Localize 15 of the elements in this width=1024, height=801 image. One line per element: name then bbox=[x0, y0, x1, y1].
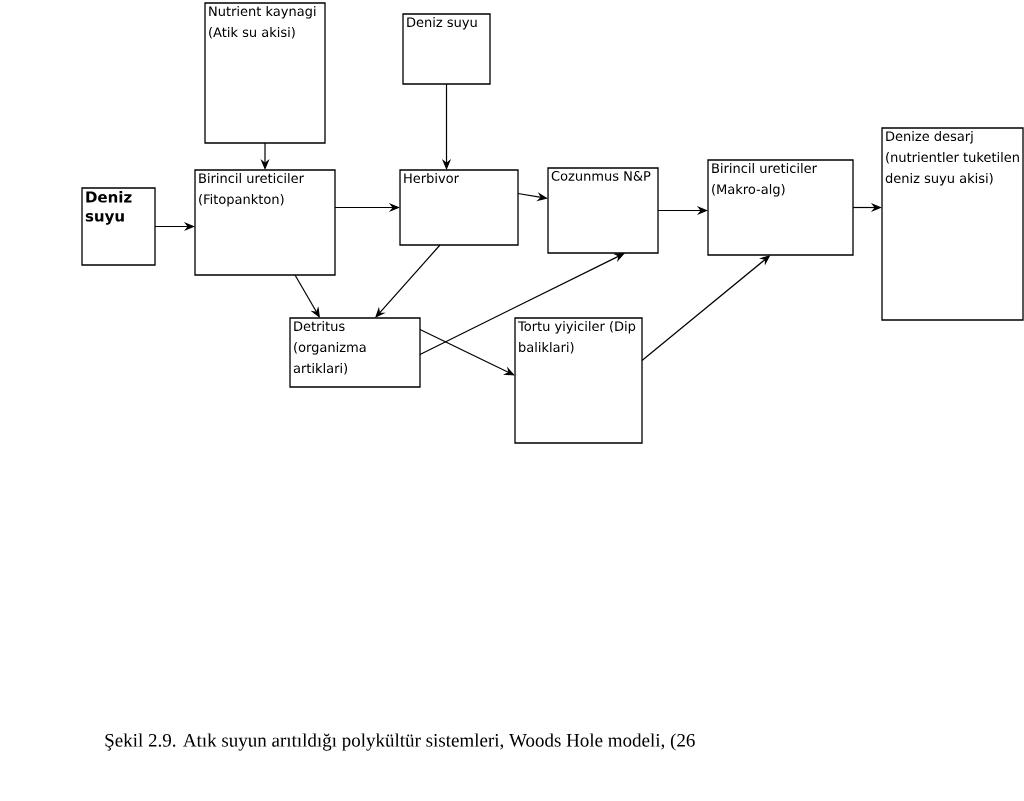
process-box: Birincil ureticiler (Makro-alg) bbox=[707, 159, 854, 256]
process-box: Tortu yiyiciler (Dip baliklari) bbox=[514, 317, 643, 444]
process-box: Deniz suyu bbox=[81, 187, 156, 266]
process-box: Herbivor bbox=[399, 169, 519, 246]
arrow bbox=[294, 274, 320, 318]
process-box: Detritus (organizma artiklari) bbox=[289, 317, 421, 388]
caption: Şekil 2.9. Atık suyun arıtıldığı polykültür sistemleri, Woods Hole modeli, (26 bbox=[105, 733, 695, 751]
process-box: Denize desarj (nutrientler tuketilen deniz suyu akisi) bbox=[881, 127, 1024, 321]
process-box: Deniz suyu bbox=[402, 13, 491, 85]
arrow bbox=[419, 328, 515, 376]
process-box: Cozunmus N&P bbox=[547, 167, 659, 254]
arrow bbox=[375, 244, 441, 318]
process-box: Birincil ureticiler (Fitopankton) bbox=[194, 169, 336, 276]
process-box: Nutrient kaynagi (Atik su akisi) bbox=[204, 2, 326, 144]
arrow bbox=[419, 253, 625, 356]
